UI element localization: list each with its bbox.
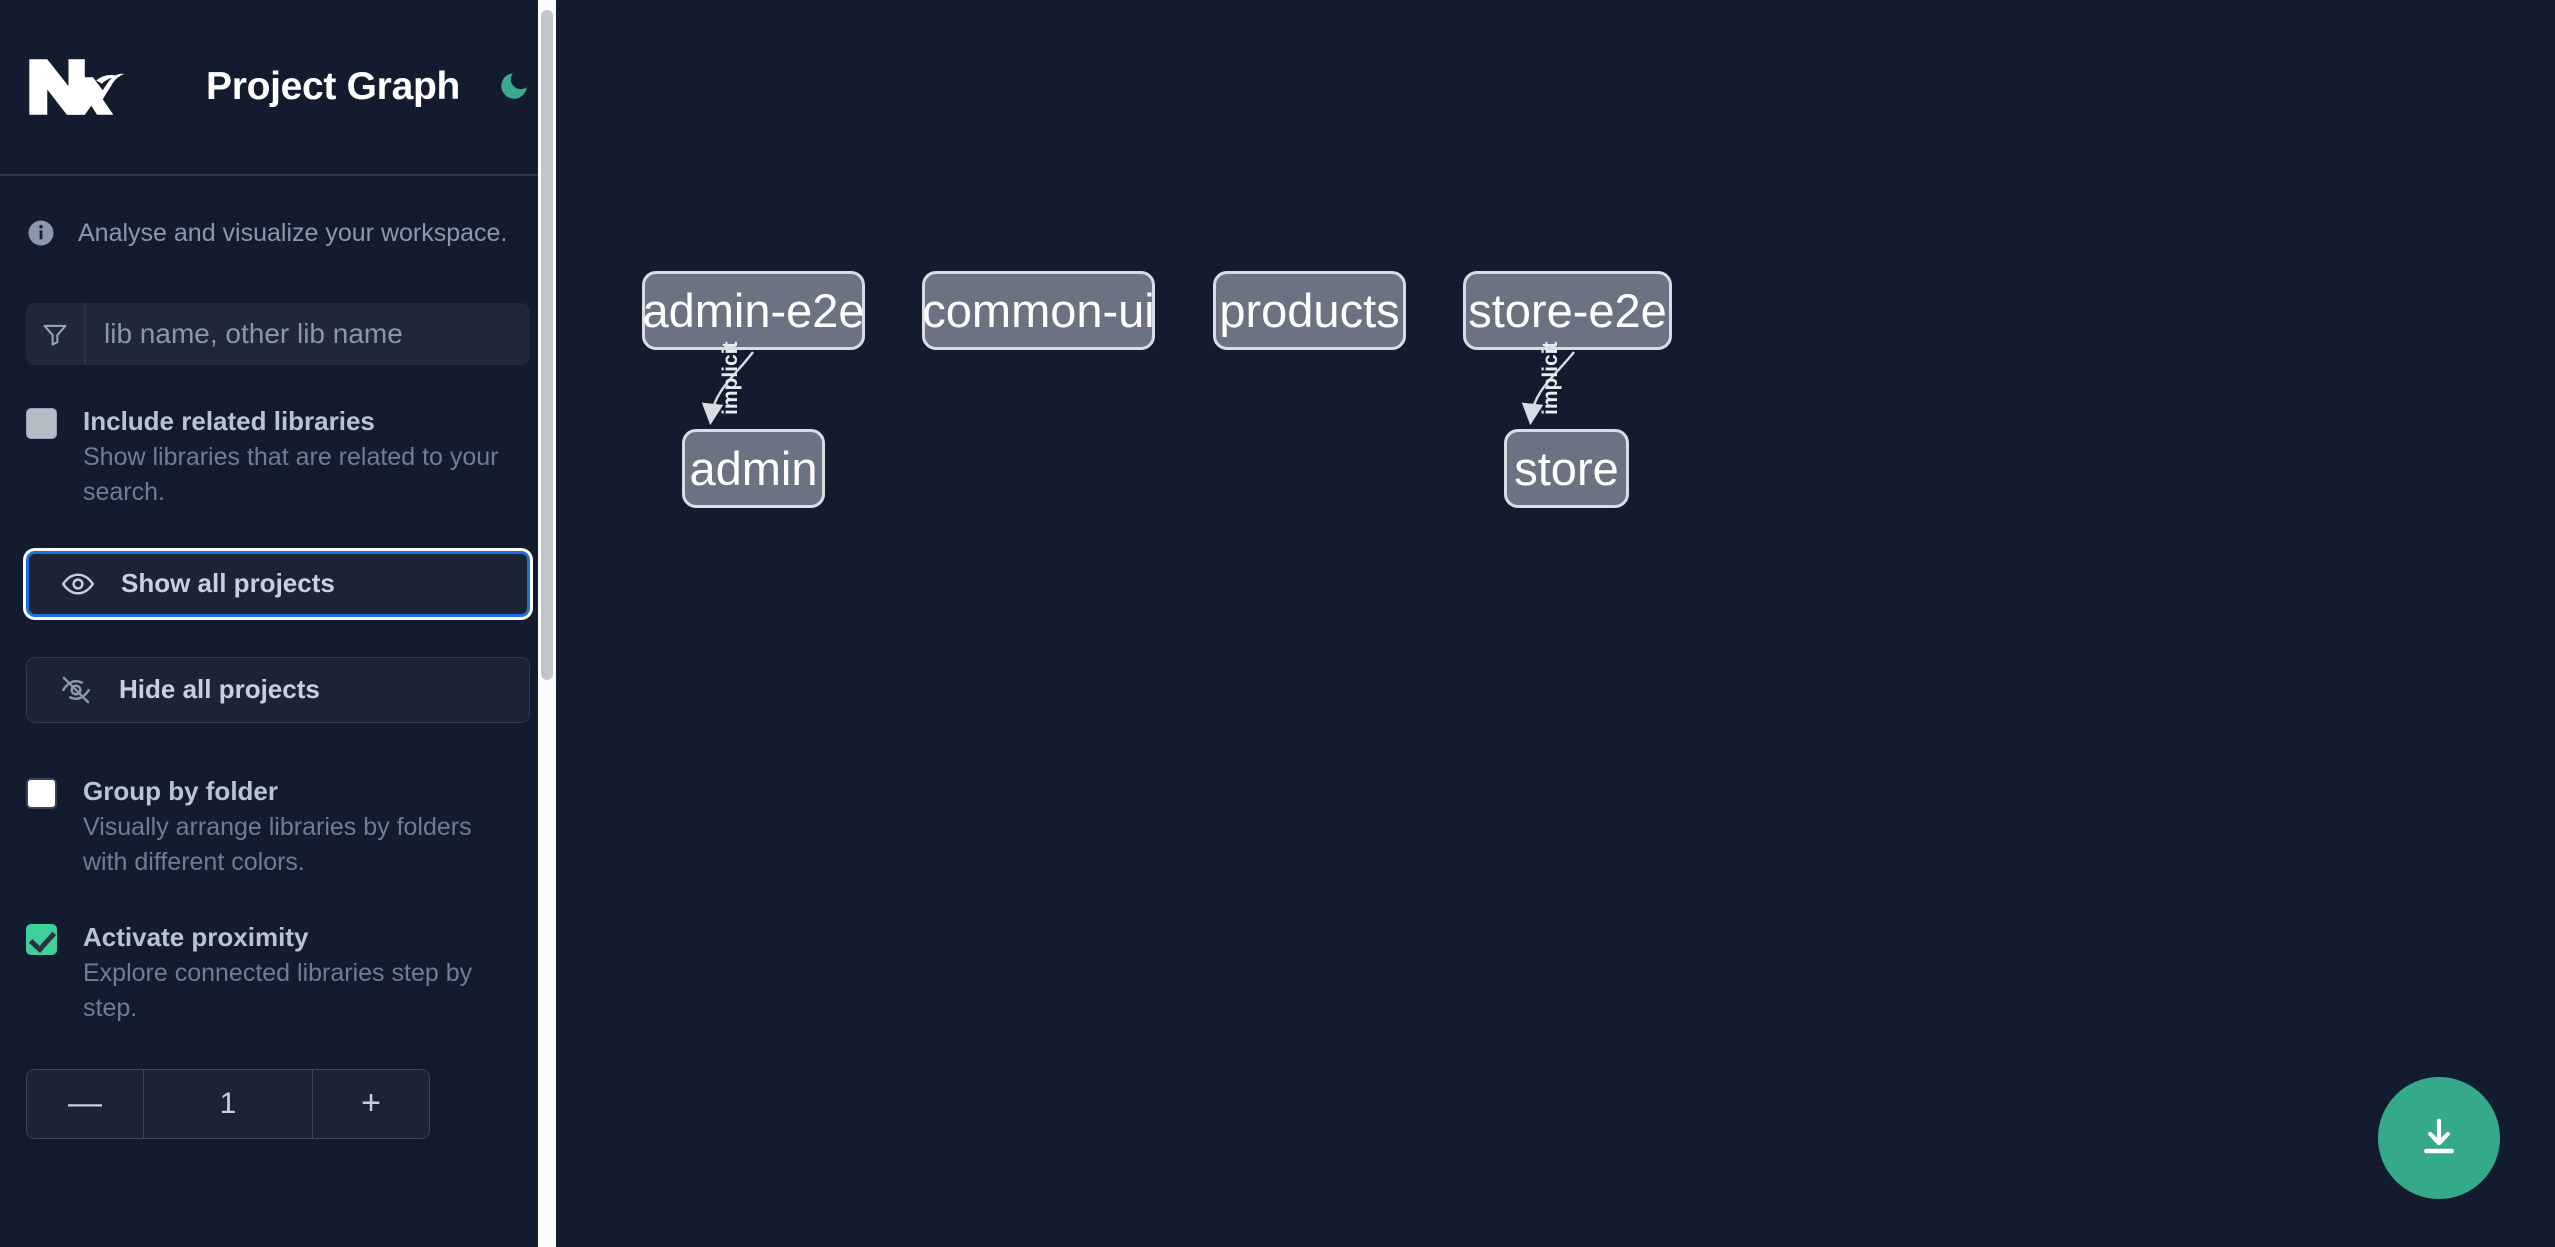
graph-node-label: admin	[689, 442, 818, 495]
include-related-libraries-checkbox[interactable]	[26, 408, 57, 439]
graph-edge-label-store: implicit	[1539, 341, 1562, 415]
graph-edge-label-admin: implicit	[719, 341, 742, 415]
graph-node-common-ui[interactable]: common-ui	[922, 271, 1155, 350]
download-button[interactable]	[2378, 1077, 2500, 1199]
sidebar-body: Include related libraries Show libraries…	[0, 303, 556, 1139]
sidebar-scrollbar-track[interactable]	[538, 0, 556, 1247]
graph-node-label: store	[1514, 442, 1619, 495]
theme-toggle-button[interactable]	[490, 63, 538, 111]
graph-node-admin-e2e[interactable]: admin-e2e	[642, 271, 865, 350]
sidebar-scrollbar-thumb[interactable]	[541, 10, 553, 680]
option-text: Group by folder Visually arrange librari…	[83, 773, 521, 881]
stepper-decrement-button[interactable]: —	[27, 1069, 143, 1138]
moon-icon	[497, 69, 531, 106]
stepper-value: 1	[143, 1069, 313, 1138]
option-description: Show libraries that are related to your …	[83, 442, 499, 507]
workspace-note-text: Analyse and visualize your workspace.	[78, 218, 508, 247]
option-label: Activate proximity	[83, 921, 309, 952]
show-all-projects-label: Show all projects	[121, 568, 335, 599]
graph-node-label: store-e2e	[1468, 284, 1667, 337]
nx-logo	[26, 56, 124, 118]
graph-canvas[interactable]: admin-e2e common-ui products store-e2e a…	[556, 0, 2555, 1247]
option-label: Group by folder	[83, 775, 278, 806]
proximity-stepper[interactable]: — 1 +	[26, 1068, 430, 1139]
sidebar: Project Graph Analyse and visualize your…	[0, 0, 556, 1247]
option-group-by-folder[interactable]: Group by folder Visually arrange librari…	[26, 773, 530, 881]
option-activate-proximity[interactable]: Activate proximity Explore connected lib…	[26, 919, 530, 1027]
search-input[interactable]	[86, 303, 530, 365]
graph-node-label: admin-e2e	[642, 284, 865, 337]
hide-all-projects-label: Hide all projects	[119, 674, 320, 705]
graph-node-admin[interactable]: admin	[682, 429, 825, 508]
filter-icon	[26, 303, 86, 365]
hide-all-projects-button[interactable]: Hide all projects	[26, 656, 530, 723]
option-description: Explore connected libraries step by step…	[83, 958, 473, 1023]
stepper-increment-button[interactable]: +	[313, 1069, 429, 1138]
page-title: Project Graph	[206, 65, 460, 108]
graph-edges	[701, 351, 1575, 426]
sidebar-header: Project Graph	[0, 0, 556, 176]
eye-off-icon	[59, 673, 93, 707]
graph-node-products[interactable]: products	[1213, 271, 1406, 350]
workspace-note: Analyse and visualize your workspace.	[0, 176, 556, 248]
option-label: Include related libraries	[83, 406, 375, 436]
download-icon	[2416, 1114, 2462, 1163]
graph-node-label: products	[1219, 284, 1400, 337]
eye-icon	[61, 567, 95, 601]
option-include-related-libraries[interactable]: Include related libraries Show libraries…	[26, 403, 530, 511]
info-icon	[26, 218, 56, 248]
graph-node-label: common-ui	[922, 284, 1155, 337]
option-text: Activate proximity Explore connected lib…	[83, 919, 521, 1027]
option-description: Visually arrange libraries by folders wi…	[83, 812, 472, 877]
show-all-projects-button[interactable]: Show all projects	[26, 550, 530, 617]
filter-box[interactable]	[26, 303, 530, 365]
option-text: Include related libraries Show libraries…	[83, 403, 521, 511]
graph-node-store-e2e[interactable]: store-e2e	[1463, 271, 1672, 350]
graph-node-store[interactable]: store	[1504, 429, 1629, 508]
group-by-folder-checkbox[interactable]	[26, 777, 57, 809]
activate-proximity-checkbox[interactable]	[26, 923, 57, 955]
